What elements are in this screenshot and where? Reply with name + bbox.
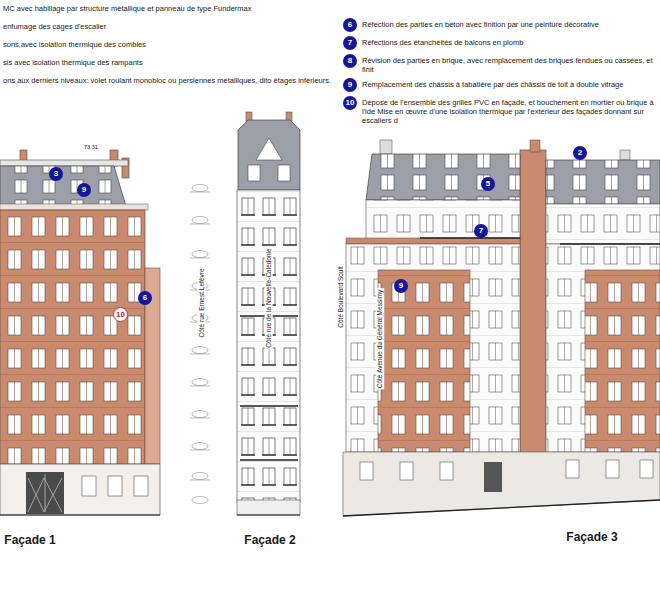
legend-text: Dépose de l'ensemble des grilles PVC en … [362,98,656,125]
callout-number: 8 [348,57,352,65]
dimension-text: 73,31 [84,144,98,150]
callout-circle: 8 [343,54,357,68]
facade-title: Façade 3 [566,530,617,544]
legend-row: 7 Réfections des étanchéités de balcons e… [343,38,656,50]
callout-number: 9 [399,282,403,290]
callout-circle: 5 [481,177,495,191]
facade-2 [237,112,300,515]
street-label: Côté rue de la Nouvelle-Calédonie [265,248,273,349]
callout-number: 6 [348,21,352,29]
street-name: Côté rue de la Nouvelle-Calédonie [265,249,272,348]
callout-circle: 7 [474,224,488,238]
callout-circle: 3 [49,167,63,181]
callout-circle: 9 [394,279,408,293]
title-text: Façade 1 [4,533,55,547]
callout-circle: 6 [343,18,357,32]
legend-row: ons aux derniers niveaux: volet roulant … [3,76,335,85]
legend-row: MC avec habillage par structure métalliq… [3,4,335,13]
legend-text: Révision des parties en brique, avec rem… [362,56,656,74]
facade-3 [343,140,660,516]
legend-text: sis avec isolation thermique des rampant… [3,58,143,67]
title-text: Façade 2 [244,533,295,547]
callout-number: 10 [116,311,125,319]
legend-row: 10 Dépose de l'ensemble des grilles PVC e… [343,98,656,125]
level-value: 73,31 [84,144,98,150]
street-name: Côté Boulevard Soult [337,267,344,328]
legend-text: enfumage des cages d'escalier [3,22,106,31]
level-markers [190,185,210,504]
callout-circle: 10 [343,96,357,110]
callout-number: 9 [82,186,86,194]
street-label: Côté Avenue du Général Messimy [376,288,384,389]
callout-number: 10 [346,99,355,107]
legend-text: Remplacement des châssis à tabatière par… [362,80,656,89]
street-label: Côté rue Ernest Lefèvre [198,268,206,339]
legend-text: sons,avec isolation thermique des comble… [3,40,146,49]
legend-row: sis avec isolation thermique des rampant… [3,58,335,67]
legend-text: Réfection des parties en béton avec fini… [362,20,656,29]
legend-list: MC avec habillage par structure métalliq… [3,4,335,85]
callout-number: 3 [54,170,58,178]
callout-number: 9 [348,81,352,89]
legend-row: 8 Révision des parties en brique, avec re… [343,56,656,74]
legend-text: MC avec habillage par structure métalliq… [3,4,251,13]
street-name: Côté Avenue du Général Messimy [376,289,383,388]
title-text: Façade 3 [566,530,617,544]
legend-text: Réfections des étanchéités de balcons en… [362,38,656,47]
facade-title: Façade 1 [4,533,55,547]
callout-circle: 7 [343,36,357,50]
callout-circle: 9 [77,183,91,197]
callout-number: 7 [348,39,352,47]
legend-text: ons aux derniers niveaux: volet roulant … [3,76,331,85]
callout-circle: 10 [113,307,128,322]
facade-title: Façade 2 [244,533,295,547]
callout-number: 5 [486,180,490,188]
legend-row: enfumage des cages d'escalier [3,22,335,31]
facade-1 [0,150,160,515]
callout-number: 2 [578,149,582,157]
legend-row: 6 Réfection des parties en béton avec fin… [343,20,656,32]
legend-list: 6 Réfection des parties en béton avec fin… [343,20,656,125]
callout-circle: 2 [573,146,587,160]
street-label: Côté Boulevard Soult [337,266,345,329]
street-name: Côté rue Ernest Lefèvre [198,269,205,338]
callout-circle: 6 [138,291,152,305]
callout-circle: 9 [343,78,357,92]
legend-row: sons,avec isolation thermique des comble… [3,40,335,49]
callout-number: 6 [143,294,147,302]
callout-number: 7 [479,227,483,235]
legend-row: 9 Remplacement des châssis à tabatière pa… [343,80,656,92]
